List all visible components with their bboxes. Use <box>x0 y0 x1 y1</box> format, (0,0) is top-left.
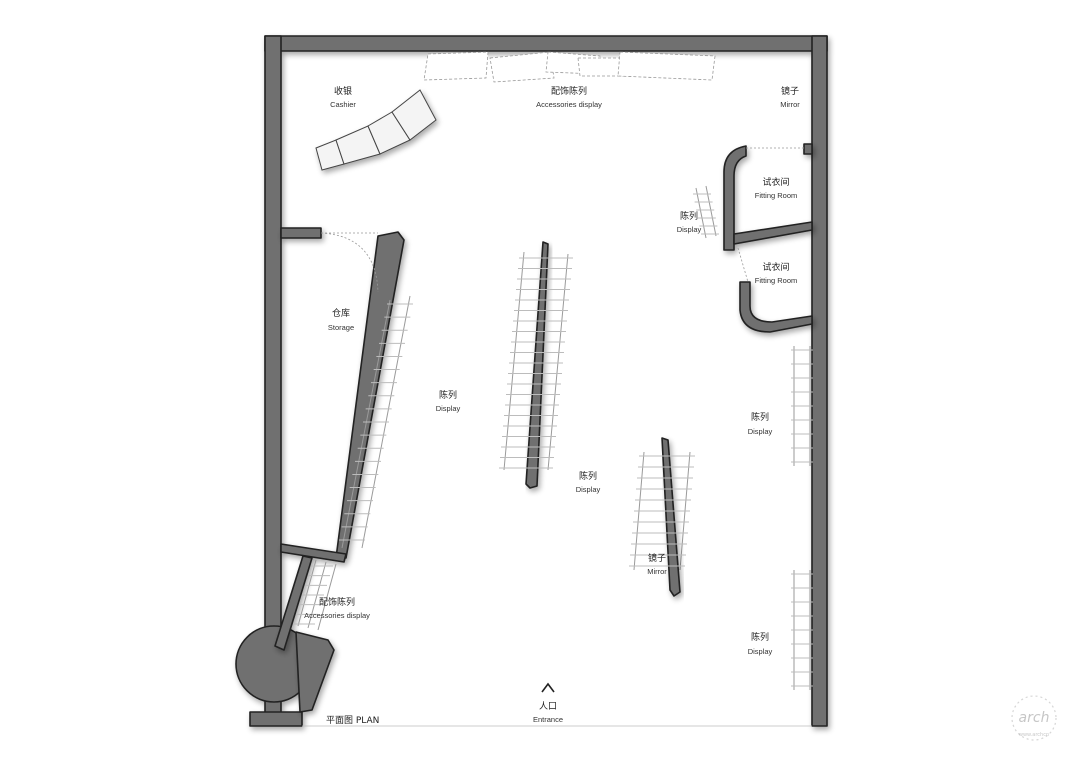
accessories-bottom-label-en: Accessories display <box>304 611 370 620</box>
entrance-label-en: Entrance <box>533 715 563 724</box>
display-right-bottom-label-en: Display <box>748 647 773 656</box>
fitting-room-1-label-en: Fitting Room <box>755 191 798 200</box>
storage-diagonal-wall <box>335 231 405 559</box>
fitting-room-2-curtain <box>737 247 749 283</box>
fitting-room-mirror-stub <box>803 143 813 155</box>
watermark-text: arch <box>1019 710 1050 726</box>
outer-walls <box>235 35 828 727</box>
display-right-mid-label-zh: 陈列 <box>751 411 769 423</box>
plan-title: 平面图 PLAN <box>326 715 379 726</box>
display-right-mid-label-en: Display <box>748 427 773 436</box>
accessories-top-label-en: Accessories display <box>536 100 602 109</box>
hanger-lines <box>293 193 813 687</box>
display-right-bottom-label-zh: 陈列 <box>751 631 769 643</box>
accessories-top-label-zh: 配饰陈列 <box>551 85 587 97</box>
fitting-room-2-wall <box>739 281 813 333</box>
display-right-top-label-zh: 陈列 <box>680 210 698 222</box>
watermark-logo: arch www.archcn <box>1011 695 1057 741</box>
entrance-arrow-icon <box>541 682 555 693</box>
corner-base <box>249 711 303 727</box>
storage-top-wall-left <box>280 227 322 239</box>
mirror-center-label-zh: 镜子 <box>648 552 666 564</box>
mirror-center-label-en: Mirror <box>647 567 667 576</box>
fitting-room-2-label-en: Fitting Room <box>755 276 798 285</box>
fitting-room-divider <box>733 221 813 245</box>
entry-pillar <box>295 631 335 713</box>
display-left-label-zh: 陈列 <box>439 389 457 401</box>
room-labels: 收银 Cashier 配饰陈列 Accessories display 镜子 M… <box>304 85 800 724</box>
top-wall <box>264 35 828 52</box>
fitting-rooms <box>723 143 813 333</box>
storage-label-zh: 仓库 <box>332 307 350 319</box>
display-center-label-en: Display <box>576 485 601 494</box>
mirror-top-label-zh: 镜子 <box>781 85 799 97</box>
fitting-room-1-label-zh: 试衣间 <box>762 176 789 188</box>
fitting-room-1-wall <box>723 145 747 251</box>
right-wall <box>811 35 828 727</box>
accessories-bottom-label-zh: 配饰陈列 <box>319 596 355 608</box>
display-right-top-label-en: Display <box>677 225 702 234</box>
storage-lower-diagonal <box>274 555 313 651</box>
entrance-label-zh: 人口 <box>539 701 557 712</box>
watermark-url: www.archcn <box>1019 732 1049 738</box>
storage-door-swing <box>320 232 379 293</box>
accessories-display-top <box>423 51 716 83</box>
mirror-top-label-en: Mirror <box>780 100 800 109</box>
cashier-label-en: Cashier <box>330 100 356 109</box>
display-center-label-zh: 陈列 <box>579 470 597 482</box>
storage-bottom-wall <box>280 543 347 563</box>
cashier-label-zh: 收银 <box>334 85 352 97</box>
fitting-room-2-label-zh: 试衣间 <box>762 261 789 273</box>
cashier-counter <box>315 89 437 171</box>
watermark-badge-icon <box>1011 695 1057 741</box>
storage-label-en: Storage <box>328 323 354 332</box>
display-left-label-en: Display <box>436 404 461 413</box>
left-wall <box>264 35 282 717</box>
